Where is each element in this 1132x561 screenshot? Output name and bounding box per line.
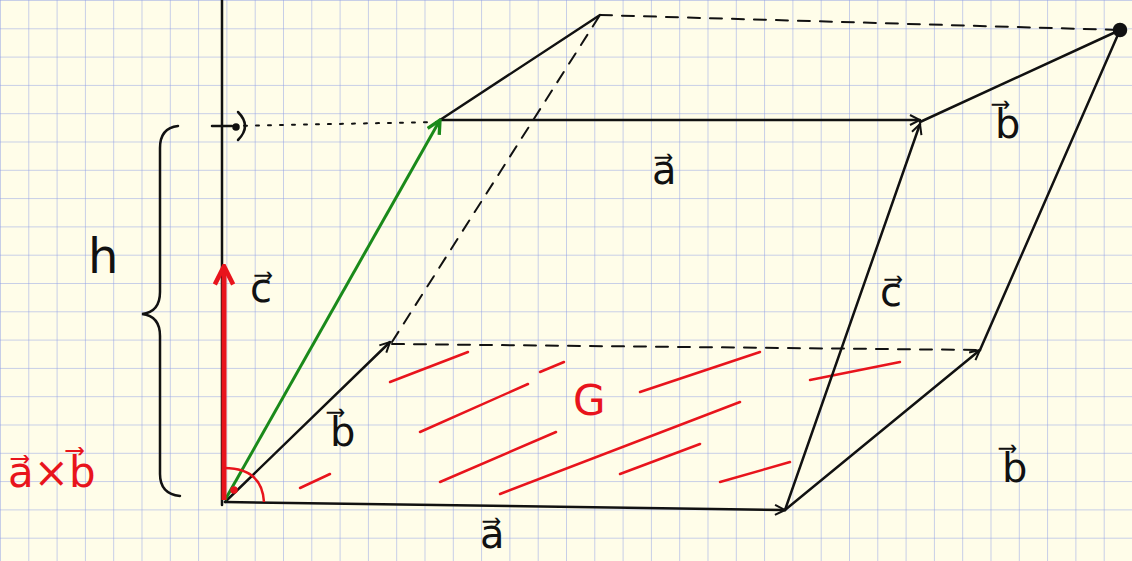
vector-c [225,120,440,500]
normal-vector-label: a⃗×b⃗ [8,452,96,494]
vector-label: b⃗ [330,412,355,452]
hidden-back-edge [392,344,980,350]
vector-a-top [440,119,920,122]
vector-label: a⃗ [652,150,677,190]
height-label: h [88,232,118,280]
vector-a-bottom [225,502,785,510]
vector-label: b⃗ [1002,448,1027,488]
vector-c-right [785,124,920,510]
vector-label: b⃗ [995,104,1020,144]
vector-b-left [225,342,390,502]
axis-line [221,0,224,505]
normal-vector [222,268,227,500]
hidden-top-edge [600,15,1120,30]
vector-label: a⃗ [480,514,505,554]
vector-label: c⃗ [250,268,272,308]
back-right-edge [980,30,1120,350]
height-tick [212,125,232,128]
parallelepiped-edges [142,0,1126,510]
height-projection [232,122,436,126]
height-brace [142,126,180,496]
base-hatching [300,352,900,494]
hidden-left-edge [392,15,600,342]
right-angle-base [224,468,264,502]
base-area-label: G [573,380,606,422]
corner-dot [1114,24,1126,36]
vector-label: c⃗ [880,272,902,312]
top-left-edge [440,15,600,120]
